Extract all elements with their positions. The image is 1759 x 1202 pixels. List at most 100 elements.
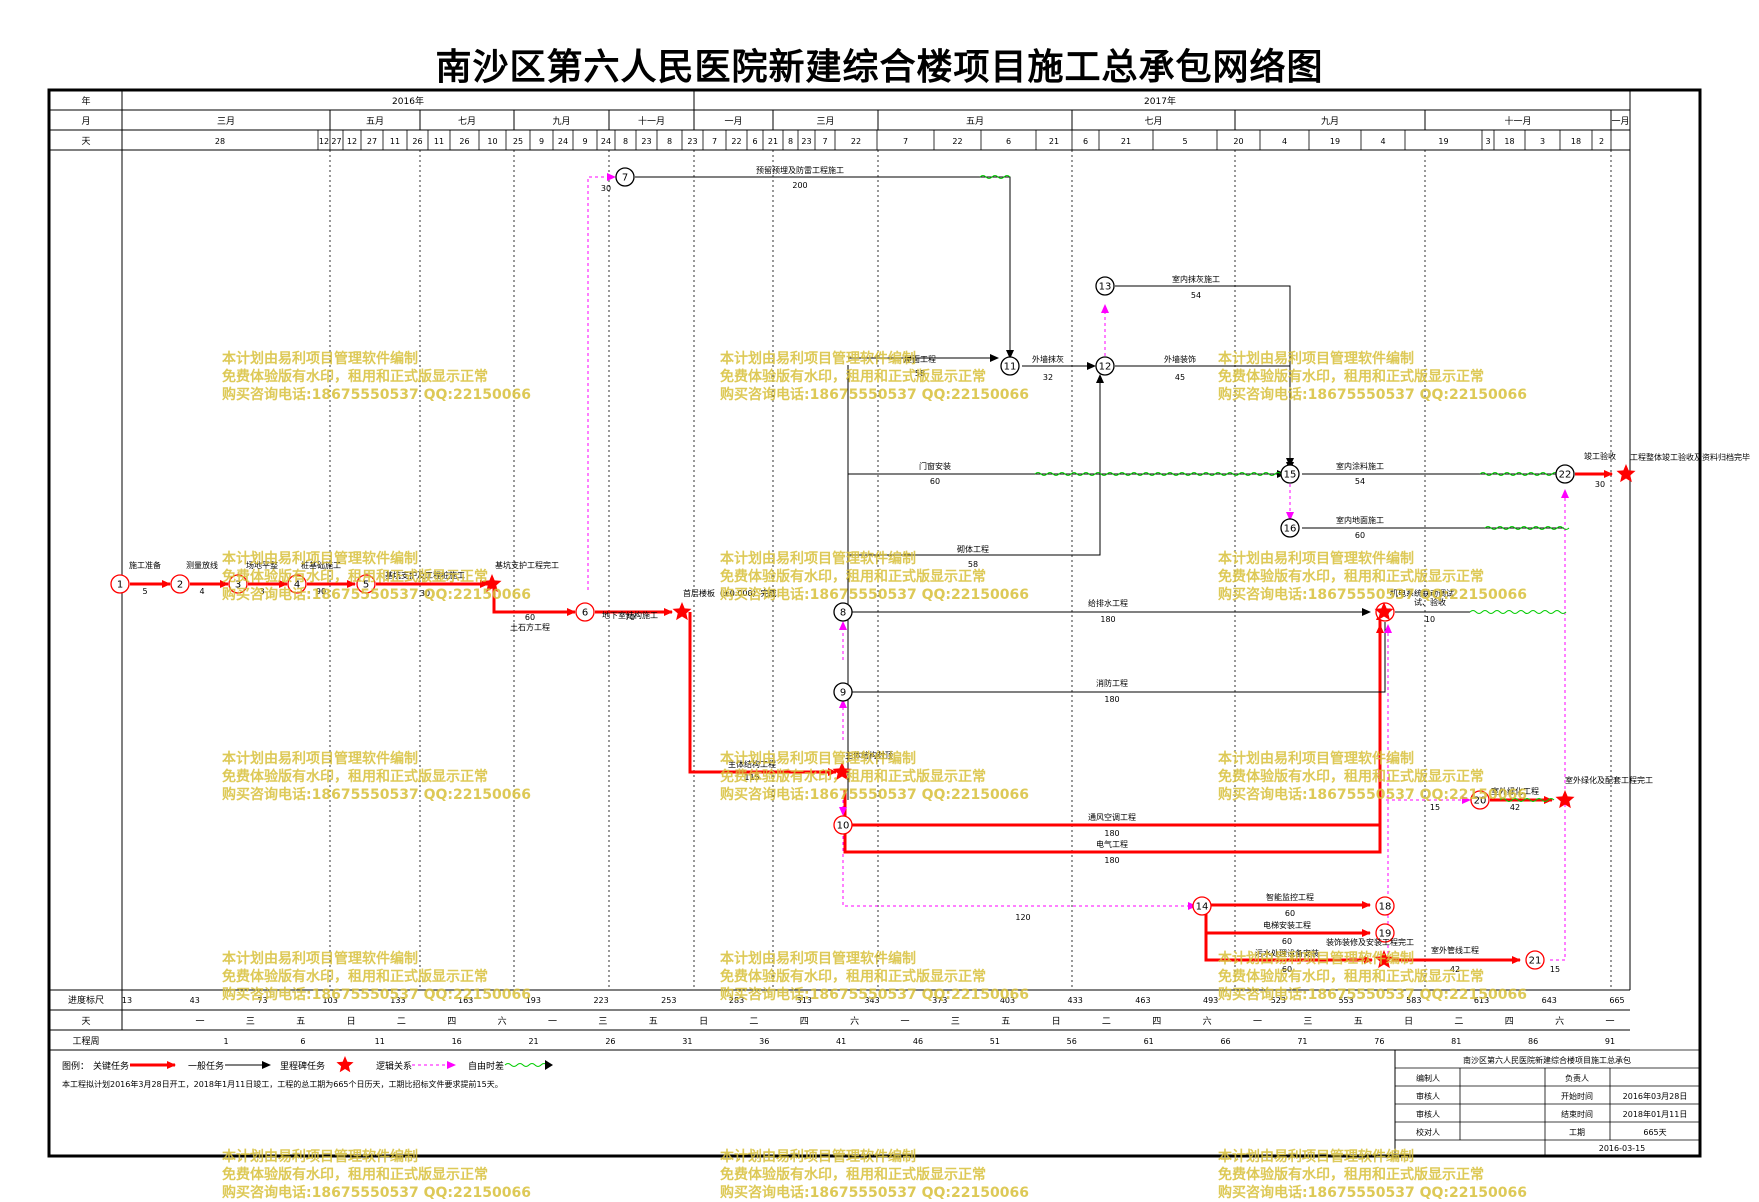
task-name: 电气工程	[1096, 839, 1128, 849]
day-label: 6	[752, 137, 757, 146]
node-2: 2	[170, 574, 190, 594]
free-float-line	[1469, 610, 1567, 614]
weekday-tick: 二	[397, 1017, 406, 1027]
task-duration: 180	[1104, 856, 1119, 865]
table-cell: 2018年01月11日	[1623, 1109, 1688, 1119]
milestone-star	[482, 574, 502, 593]
table-cell: 负责人	[1565, 1073, 1589, 1083]
node-circle	[356, 574, 376, 594]
weekday-tick: 六	[850, 1015, 859, 1027]
task-duration: 180	[1104, 829, 1119, 838]
task-name: 试、验收	[1414, 597, 1446, 607]
dummy-duration: 120	[1015, 913, 1030, 922]
week-tick: 56	[1067, 1037, 1077, 1046]
week-tick: 71	[1297, 1037, 1307, 1046]
task-duration: 30	[420, 589, 430, 598]
progress-tick: 665	[1609, 996, 1624, 1005]
progress-tick: 43	[190, 996, 200, 1005]
day-label: 23	[641, 137, 651, 146]
month-label: 七月	[1144, 116, 1162, 127]
milestone-label: 基坑支护工程完工	[495, 560, 559, 570]
task-duration: 60	[930, 477, 940, 486]
week-tick: 66	[1220, 1037, 1230, 1046]
event-nodes: 12345678910111213141516171819202122	[110, 167, 1636, 970]
node-circle	[1280, 464, 1300, 484]
weekday-tick: 六	[498, 1015, 507, 1027]
task-duration: 180	[1104, 695, 1119, 704]
legend: 图例：关键任务一般任务里程碑任务逻辑关系自由时差本工程拟计划2016年3月28日…	[62, 1056, 553, 1089]
progress-tick: 223	[593, 996, 608, 1005]
task-duration: 60	[1282, 965, 1292, 974]
progress-tick: 253	[661, 996, 676, 1005]
node-5: 5	[356, 574, 376, 594]
task-name: 屋面工程	[904, 355, 936, 364]
legend-critical-label: 关键任务	[93, 1060, 129, 1072]
task-duration: 90	[316, 587, 326, 596]
week-tick: 16	[452, 1037, 462, 1046]
task-name: 土石方工程	[510, 622, 550, 632]
weekday-tick: 四	[447, 1017, 456, 1027]
task-labels: 施工准备5测量放线4场地平整3桩基础施工90基坑支护及工程桩施工30土石方工程6…	[129, 165, 1750, 974]
task-name: 门窗安装	[919, 461, 951, 471]
node-15: 15	[1280, 464, 1300, 484]
weekday-tick: 五	[1354, 1017, 1363, 1027]
node-circle	[833, 682, 853, 702]
task-duration: 45	[1175, 373, 1185, 382]
week-tick: 36	[759, 1037, 769, 1046]
task-name: 外墙抹灰	[1032, 354, 1064, 364]
page-title: 南沙区第六人民医院新建综合楼项目施工总承包网络图	[435, 46, 1324, 88]
weekday-tick: 三	[1303, 1017, 1312, 1027]
node-label: 22	[1559, 470, 1572, 481]
node-9: 9	[833, 682, 853, 702]
task-name: 桩基础施工	[301, 560, 341, 570]
node-label: 19	[1379, 929, 1392, 940]
milestone-star	[1374, 950, 1394, 969]
task-duration: 58	[915, 369, 925, 378]
weekday-tick: 三	[598, 1017, 607, 1027]
node-circle	[1470, 790, 1490, 810]
critical-arrow	[1204, 906, 1373, 964]
milestone-label: 首层楼板（±0.000）完成	[683, 588, 777, 598]
progress-tick: 343	[864, 996, 879, 1005]
node-circle	[833, 815, 853, 835]
normal-arrow	[848, 622, 1386, 693]
task-duration: 32	[1043, 373, 1053, 382]
week-tick: 11	[375, 1037, 385, 1046]
table-cell: 2016-03-15	[1599, 1144, 1646, 1153]
milestone-star	[1374, 602, 1394, 621]
weekday-tick: 三	[246, 1017, 255, 1027]
task-duration: 30	[1595, 480, 1605, 489]
node-14: 14	[1192, 896, 1212, 916]
dummy-arrow	[587, 173, 616, 590]
day-label: 12	[319, 137, 329, 146]
day-label: 19	[1330, 137, 1340, 146]
day-label: 7	[822, 137, 827, 146]
progress-tick: 73	[257, 996, 267, 1005]
weekday-tick: 五	[296, 1017, 305, 1027]
task-name: 基坑支护及工程桩施工	[385, 570, 465, 580]
task-name: 室外绿化工程	[1491, 786, 1539, 796]
header-row-label: 年	[81, 95, 90, 107]
node-circle	[1280, 518, 1300, 538]
node-label: 15	[1284, 470, 1297, 481]
task-duration: 5	[142, 587, 147, 596]
node-circle	[1000, 356, 1020, 376]
weekday-tick: 日	[699, 1016, 708, 1027]
day-label: 8	[667, 137, 672, 146]
day-label: 22	[851, 137, 861, 146]
node-4: 4	[287, 574, 307, 594]
progress-tick: 313	[797, 996, 812, 1005]
node-18: 18	[1375, 896, 1395, 916]
critical-arrow	[843, 611, 1384, 827]
day-label: 25	[513, 137, 523, 146]
node-12: 12	[1095, 356, 1115, 376]
task-duration: 54	[1355, 477, 1365, 486]
progress-tick: 523	[1271, 996, 1286, 1005]
day-label: 27	[331, 137, 341, 146]
month-label: 一月	[724, 116, 742, 127]
day-label: 24	[558, 137, 568, 146]
weekday-tick: 三	[951, 1017, 960, 1027]
day-label: 4	[1380, 137, 1385, 146]
task-duration: 115	[744, 773, 759, 782]
normal-arrow	[1115, 365, 1294, 471]
